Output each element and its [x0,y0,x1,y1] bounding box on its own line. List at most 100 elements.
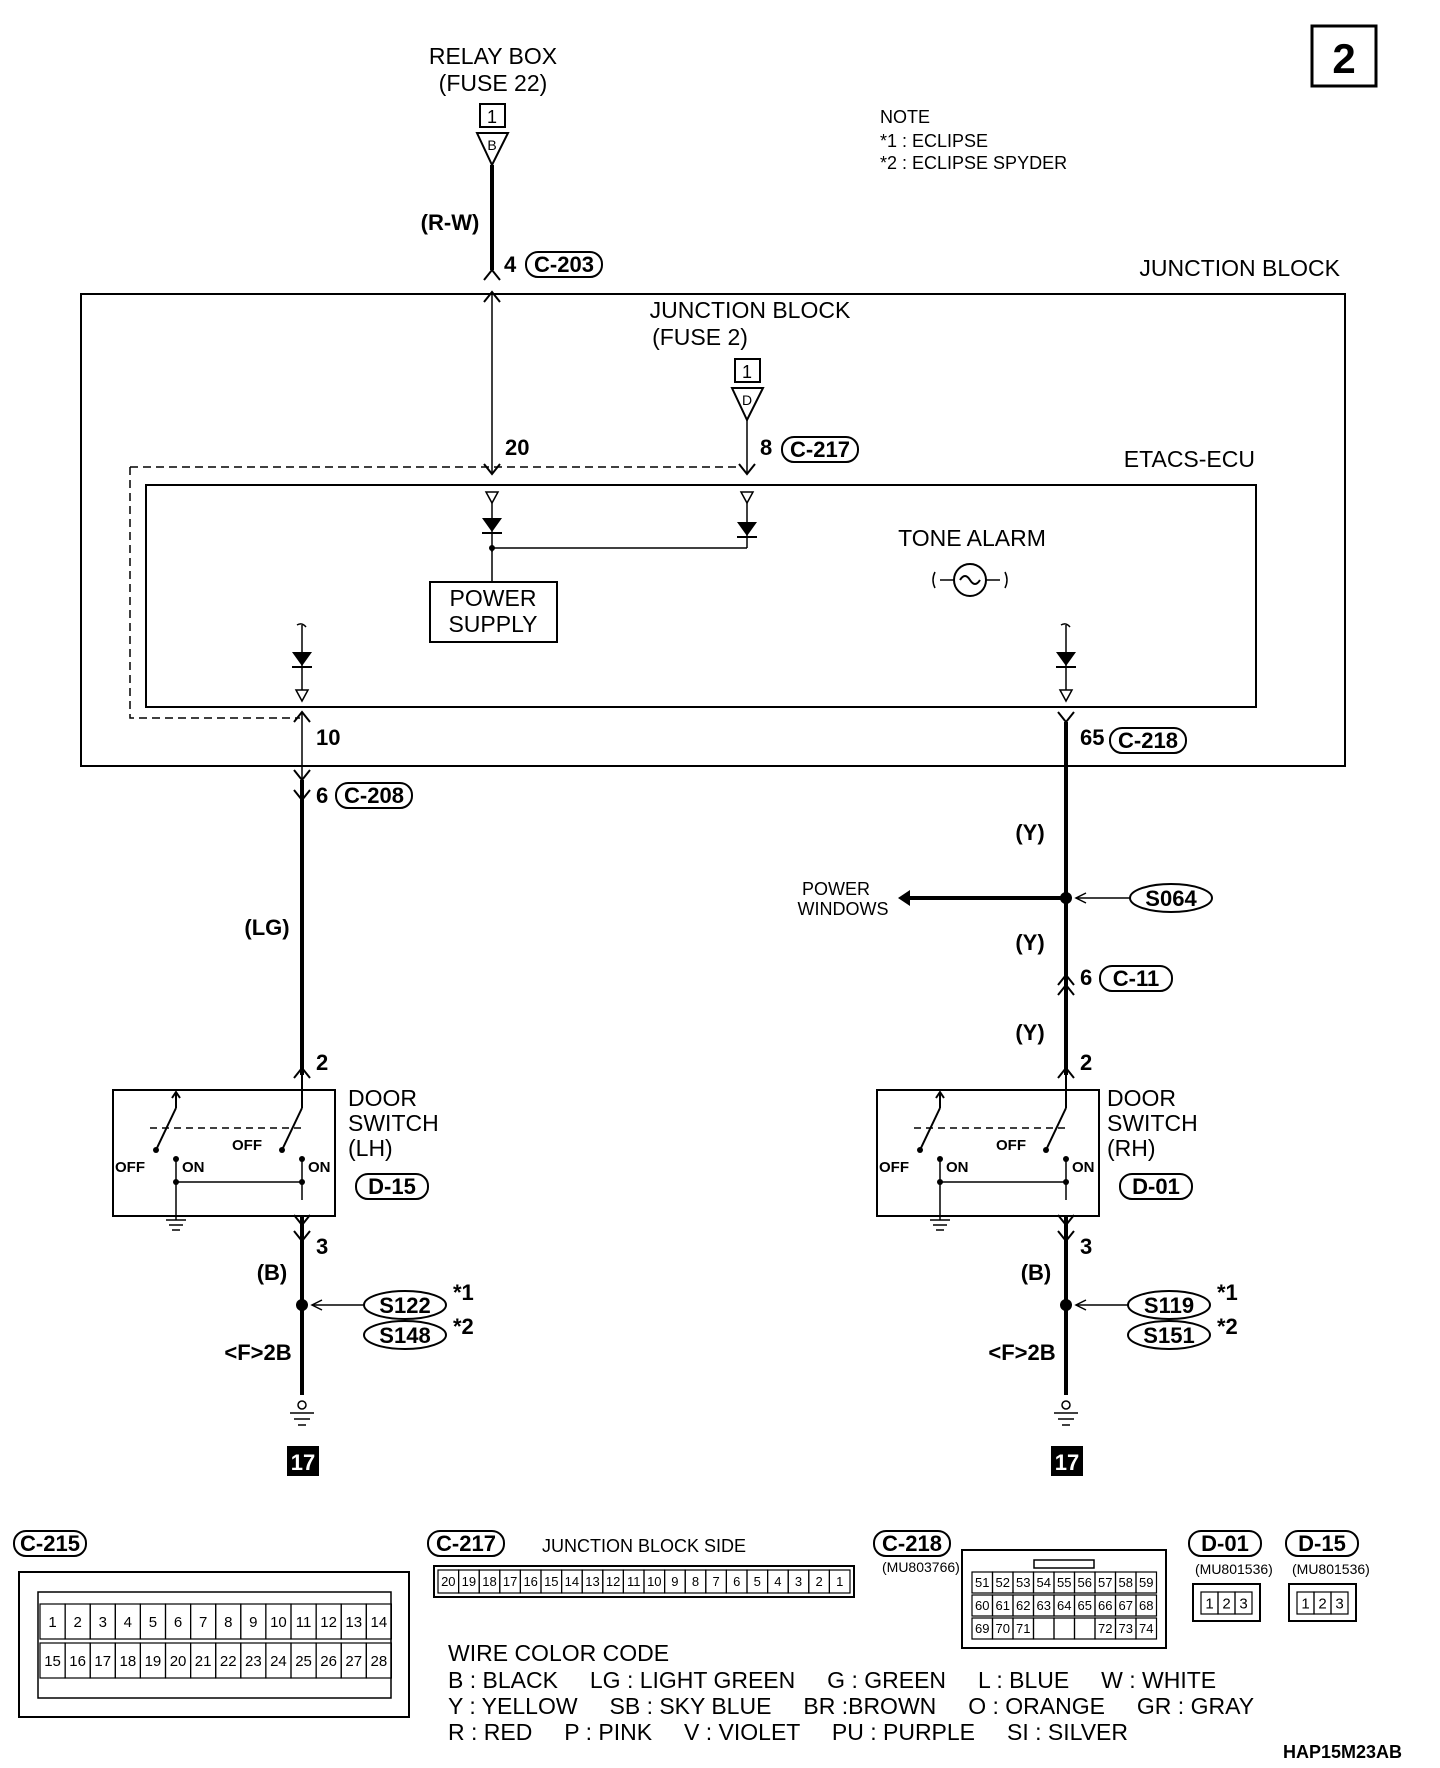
pin-label: 16 [69,1653,86,1670]
pin-label: 27 [345,1653,362,1670]
arrow-head [898,890,910,906]
pin-cell [1330,1591,1349,1615]
pin-cell [365,1642,392,1679]
power-windows-line1: POWER [802,879,870,899]
pin-label: 20 [441,1574,455,1589]
power-supply-box [429,581,558,643]
ground-icon [1054,1400,1078,1426]
pin-label: 12 [320,1614,337,1631]
pin-3-left: 3 [316,1234,328,1259]
connector-arrow [1057,1214,1075,1227]
pin-label: 7 [199,1614,207,1631]
pin-label: 51 [975,1575,989,1590]
splice-dot [1060,1299,1072,1311]
splice-dot [1060,892,1072,904]
switch-contact [153,1147,159,1153]
pin-label: 1 [836,1574,843,1589]
conn-c217-outline [433,1565,855,1598]
pin-label: 12 [606,1574,620,1589]
door-rh-line1: DOOR [1107,1085,1176,1111]
ground-point-left: <F>2B [224,1340,291,1365]
connector-arrow [1057,1230,1075,1243]
pin-label: 4 [124,1614,132,1631]
pin-label: 2 [1318,1595,1326,1612]
page-ref-right: 17 [1055,1450,1079,1475]
conn-d01: D-01 [1132,1174,1180,1199]
wire-b-left-label: (B) [257,1260,288,1285]
door-switch-lh-contacts [150,1075,303,1220]
pin-label: 2 [1222,1595,1230,1612]
pin-cell [1234,1591,1253,1615]
relay-box-label: RELAY BOX [429,43,557,69]
door-lh-line2: SWITCH [348,1110,439,1136]
pin-label: 15 [44,1653,61,1670]
conn-d15-outline [1288,1583,1357,1622]
splice-s151-label: S151 [1143,1323,1194,1348]
door-lh-line1: DOOR [348,1085,417,1111]
connector-arrow [293,1066,311,1079]
conn-c215-body [37,1591,392,1699]
pin-label: 54 [1037,1575,1051,1590]
diode-icon [292,652,312,666]
on-label: ON [308,1159,331,1176]
wire-color-title: WIRE COLOR CODE [448,1640,669,1666]
conn-d01-outline [1192,1583,1261,1622]
arrow-head [1074,1299,1087,1311]
pin-8: 8 [760,435,772,460]
wire-color-line1: B : BLACK LG : LIGHT GREEN G : GREEN L :… [448,1667,1216,1693]
ground-icon [290,1400,314,1426]
pin-3-right: 3 [1080,1234,1092,1259]
pin-cell [365,1603,392,1640]
pin-6-left: 6 [316,783,328,808]
terminal-triangle [1058,689,1074,703]
conn-d15-box [355,1173,429,1200]
junction-dot [1063,1179,1069,1185]
pin-label: 16 [523,1574,537,1589]
pin-label: 71 [1016,1621,1030,1636]
pin-cell [828,1569,851,1594]
pin-label: 73 [1119,1621,1133,1636]
page-ref-left: 17 [291,1450,315,1475]
conn-c218-part: (MU803766) [882,1559,960,1575]
page-number: 2 [1332,35,1355,82]
pin-cell [1135,1571,1158,1594]
switch-contact [173,1156,179,1162]
ground-point-right: <F>2B [988,1340,1055,1365]
page-ref-box-right [1051,1446,1083,1476]
junction-block-side: JUNCTION BLOCK SIDE [542,1536,746,1556]
pin-label: 19 [462,1574,476,1589]
asterisk-2: *2 [453,1314,474,1339]
conn-d01-part: (MU801536) [1195,1561,1273,1577]
pin-label: 74 [1139,1621,1153,1636]
pin-label: 57 [1098,1575,1112,1590]
power-supply-line1: POWER [450,585,537,611]
junction-block-frame [80,293,1346,767]
diode-icon [737,522,757,536]
pin-label: 17 [503,1574,517,1589]
conn-c218-latch [1033,1559,1095,1569]
conn-c11-box [1099,965,1173,992]
pin-label: 68 [1139,1598,1153,1613]
pin-label: 15 [544,1574,558,1589]
connector-arrow [1057,973,1075,996]
conn-d15-label: D-15 [1298,1531,1346,1556]
pin-label: 19 [145,1653,162,1670]
pin-cell [1073,1617,1096,1640]
pin-label: 10 [647,1574,661,1589]
splice-s122 [363,1290,447,1320]
door-switch-rh-frame [876,1089,1100,1217]
junction-dot [299,1179,305,1185]
connector-arrow [1057,711,1075,724]
splice-dot [296,1299,308,1311]
switch-contact [937,1156,943,1162]
power-supply-line2: SUPPLY [448,611,537,637]
conn-c208: C-208 [344,783,404,808]
wire-y-label-1: (Y) [1015,820,1044,845]
pin-label: 14 [371,1614,388,1631]
pin-label: 13 [345,1614,362,1631]
off-label: OFF [115,1159,145,1176]
off-label: OFF [232,1137,262,1154]
conn-c218-box [1109,727,1187,754]
